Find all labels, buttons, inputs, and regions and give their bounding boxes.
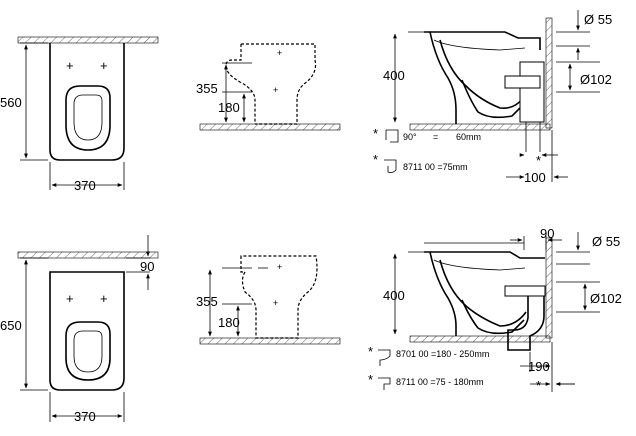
wall-section xyxy=(545,17,553,129)
top-side-height: 400 xyxy=(383,68,405,83)
bowl-front xyxy=(424,251,457,336)
seat-outline xyxy=(65,85,111,151)
top-side-dia-small: Ø 55 xyxy=(584,12,612,27)
bottom-side-bottom: 190 xyxy=(528,359,550,374)
seat-outline xyxy=(65,321,111,381)
top-side-view: 400 Ø 55 Ø102 * 100 * 90° = 60mm * 8711 … xyxy=(373,10,612,185)
bottom-side-height: 400 xyxy=(383,288,405,303)
bottom-front-subheight: 180 xyxy=(218,315,240,330)
bottom-side-star: * xyxy=(536,378,541,393)
top-plan-view: + + 560 370 xyxy=(0,36,159,193)
bottom-plan-width: 370 xyxy=(74,409,96,424)
top-note1-value: 60mm xyxy=(456,132,481,142)
connector-icon xyxy=(384,159,397,174)
mount-point: + xyxy=(277,262,282,272)
top-note2-star: * xyxy=(373,152,378,167)
seat-inner-outline xyxy=(73,94,103,141)
top-side-bottom: 100 xyxy=(524,170,546,185)
top-note2-text: 8711 00 =75mm xyxy=(403,162,468,172)
drain-center: + xyxy=(273,85,278,95)
elbow-icon xyxy=(378,377,391,390)
bowl-front xyxy=(424,31,457,124)
bowl-outline xyxy=(49,43,125,161)
top-note1-eq: = xyxy=(433,132,438,142)
mount-hole-left: + xyxy=(66,291,74,306)
mount-point: + xyxy=(277,48,282,58)
top-front-height: 355 xyxy=(196,81,218,96)
bottom-note2-star: * xyxy=(368,372,373,387)
bowl-trap xyxy=(439,39,527,110)
bottom-plan-view: + + 650 90 370 xyxy=(0,235,159,424)
elbow-icon xyxy=(385,129,399,143)
top-plan-height: 560 xyxy=(0,95,22,110)
bottom-plan-top-offset: 90 xyxy=(140,259,154,274)
top-note1-angle: 90° xyxy=(403,132,417,142)
wall-hatch xyxy=(17,36,159,44)
bottom-note1-text: 8701 00 =180 - 250mm xyxy=(396,349,489,359)
bowl-rim xyxy=(430,251,545,259)
bottom-side-view: 90 400 Ø 55 Ø102 190 * * 8701 00 =180 - … xyxy=(368,226,622,393)
drain-center: + xyxy=(273,298,278,308)
bottom-front-view: + + 355 180 xyxy=(196,255,341,345)
outlet-pipe xyxy=(504,285,546,297)
mount-hole-right: + xyxy=(100,58,108,73)
bottom-side-top: 90 xyxy=(540,226,554,241)
bottom-side-dia-large: Ø102 xyxy=(590,291,622,306)
bowl-rim xyxy=(430,31,541,50)
outlet-pipe xyxy=(504,75,541,89)
top-plan-width: 370 xyxy=(74,178,96,193)
top-front-view: + + 355 180 xyxy=(196,43,341,131)
bottom-note2-text: 8711 00 =75 - 180mm xyxy=(396,377,484,387)
bottom-note1-star: * xyxy=(368,344,373,359)
bottom-plan-height: 650 xyxy=(0,318,22,333)
mount-hole-left: + xyxy=(66,58,74,73)
top-note1-star: * xyxy=(373,126,378,141)
pan-connector xyxy=(507,296,545,351)
front-outline xyxy=(240,255,318,339)
bowl-outline xyxy=(49,271,125,391)
front-outline-left xyxy=(225,44,256,124)
bottom-front-height: 355 xyxy=(196,294,218,309)
connector-icon xyxy=(378,349,391,366)
top-side-dia-large: Ø102 xyxy=(580,72,612,87)
mount-hole-right: + xyxy=(100,291,108,306)
bottom-side-dia-small: Ø 55 xyxy=(592,234,620,249)
top-front-subheight: 180 xyxy=(218,100,240,115)
top-side-star: * xyxy=(536,153,541,168)
